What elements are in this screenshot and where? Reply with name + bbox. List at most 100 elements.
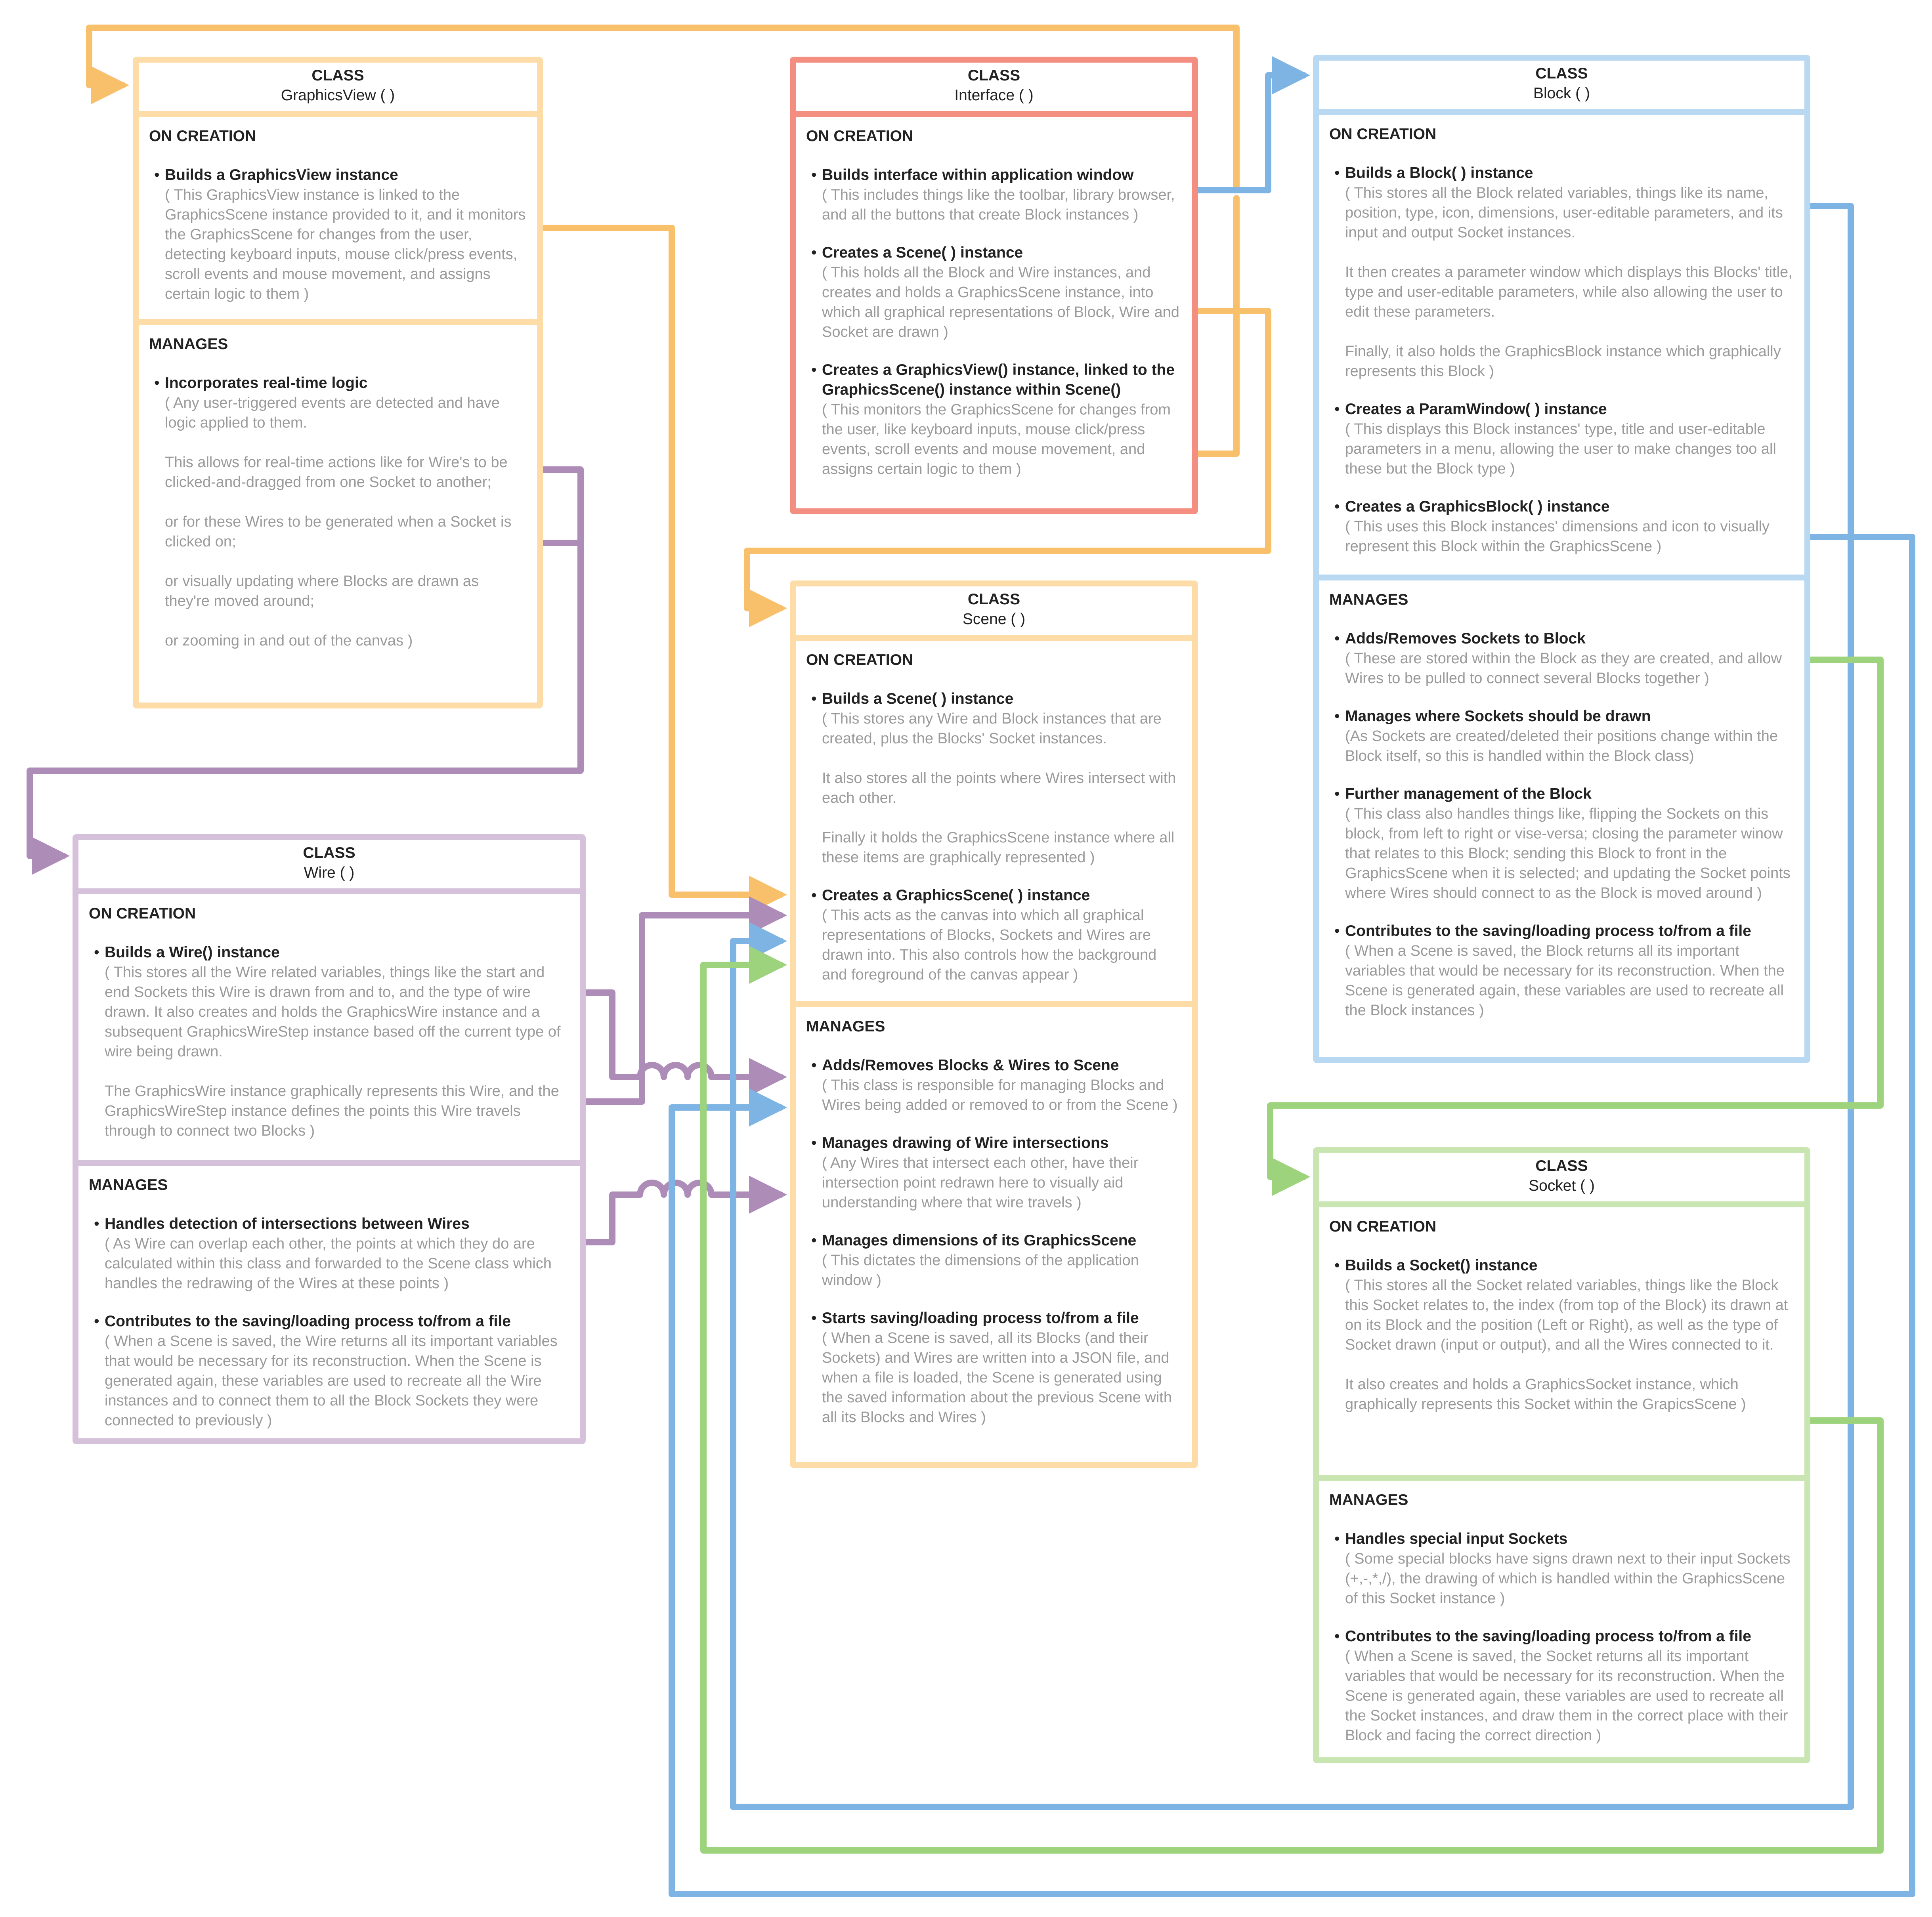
description-paragraph: ( This dictates the dimensions of the ap… — [822, 1252, 1139, 1289]
item-title: Creates a GraphicsScene( ) instance — [822, 887, 1090, 904]
item-title: Contributes to the saving/loading proces… — [1345, 1628, 1751, 1645]
description-paragraph: ( Any Wires that intersect each other, h… — [822, 1155, 1139, 1211]
class-title-block: CLASS Block ( ) — [1319, 61, 1804, 115]
item-description: ( This monitors the GraphicsScene for ch… — [822, 400, 1182, 479]
item-title: Creates a ParamWindow( ) instance — [1345, 401, 1607, 418]
class-box-scene: CLASS Scene ( ) ON CREATION Builds a Sce… — [790, 580, 1198, 1468]
class-box-socket: CLASS Socket ( ) ON CREATION Builds a So… — [1313, 1147, 1810, 1763]
list-item: Builds a Scene( ) instance ( This stores … — [806, 689, 1182, 867]
description-paragraph: ( When a Scene is saved, the Block retur… — [1345, 943, 1785, 1019]
section-on-creation: ON CREATION Builds a Block( ) instance( … — [1319, 115, 1804, 580]
section-on-creation: ON CREATION Builds a Socket() instance( … — [1319, 1207, 1804, 1481]
item-description: ( This displays this Block instances' ty… — [1345, 419, 1794, 479]
section-heading: ON CREATION — [89, 905, 196, 922]
description-paragraph: ( This stores all the Wire related varia… — [105, 964, 561, 1060]
item-description: ( This stores all the Wire related varia… — [105, 962, 569, 1141]
description-paragraph: or visually updating where Blocks are dr… — [165, 573, 479, 609]
section-heading: ON CREATION — [149, 128, 256, 145]
description-paragraph: or for these Wires to be generated when … — [165, 514, 512, 550]
class-title-wire: CLASS Wire ( ) — [78, 840, 580, 894]
connector-interface-to-scene — [744, 308, 1271, 627]
description-paragraph: ( These are stored within the Block as t… — [1345, 650, 1782, 687]
list-item: Creates a Scene( ) instance ( This holds … — [806, 243, 1182, 342]
section-heading: ON CREATION — [806, 651, 913, 668]
item-description: ( When a Scene is saved, the Block retur… — [1345, 941, 1794, 1020]
description-paragraph: ( When a Scene is saved, the Socket retu… — [1345, 1648, 1788, 1744]
connector-block-to-scene-manages — [669, 534, 1915, 1897]
class-name: Scene ( ) — [962, 611, 1026, 628]
description-paragraph: ( Any user-triggered events are detected… — [165, 395, 500, 431]
class-name: GraphicsView ( ) — [281, 87, 395, 104]
description-paragraph: ( This includes things like the toolbar,… — [822, 187, 1175, 223]
class-name: Socket ( ) — [1529, 1177, 1595, 1194]
list-item: Incorporates real-time logic ( Any user-t… — [149, 373, 527, 651]
description-paragraph: ( This stores all the Block related vari… — [1345, 185, 1783, 241]
list-item: Creates a ParamWindow( ) instance ( This … — [1329, 399, 1794, 479]
item-title: Contributes to the saving/loading proces… — [105, 1313, 511, 1330]
item-description: ( This holds all the Block and Wire inst… — [822, 263, 1182, 342]
item-description: ( This dictates the dimensions of the ap… — [822, 1251, 1182, 1290]
description-paragraph: ( This uses this Block instances' dimens… — [1345, 518, 1770, 555]
list-item: Starts saving/loading process to/from a … — [806, 1308, 1182, 1427]
section-heading: ON CREATION — [1329, 1218, 1437, 1235]
item-description: ( This stores any Wire and Block instanc… — [822, 709, 1182, 867]
class-title-graphicsview: CLASS GraphicsView ( ) — [139, 63, 537, 117]
class-name: Block ( ) — [1533, 85, 1590, 102]
class-title-interface: CLASS Interface ( ) — [796, 63, 1192, 117]
item-title: Creates a GraphicsBlock( ) instance — [1345, 498, 1610, 515]
item-description: ( When a Scene is saved, the Socket retu… — [1345, 1646, 1794, 1745]
item-description: ( This GraphicsView instance is linked t… — [165, 185, 527, 304]
connector-block-to-graphicsscene — [730, 203, 1854, 1810]
connector-wire-to-scene-manages — [581, 989, 787, 1096]
item-description: ( This stores all the Socket related var… — [1345, 1275, 1794, 1414]
section-manages: MANAGES Adds/Removes Sockets to Block ( T… — [1319, 580, 1804, 1020]
connector-interface-to-graphicsview-2 — [1192, 195, 1240, 457]
item-title: Contributes to the saving/loading proces… — [1345, 922, 1751, 939]
class-title-socket: CLASS Socket ( ) — [1319, 1153, 1804, 1207]
item-description: ( This stores all the Block related vari… — [1345, 183, 1794, 381]
list-item: Builds a Socket() instance( This stores … — [1329, 1256, 1794, 1414]
section-manages: MANAGES Handles detection of intersectio… — [78, 1166, 580, 1430]
item-description: ( This class is responsible for managing… — [822, 1075, 1182, 1115]
item-title: Builds a Scene( ) instance — [822, 690, 1014, 707]
description-paragraph: ( When a Scene is saved, all its Blocks … — [822, 1330, 1172, 1426]
section-manages: MANAGES Handles special input Sockets( S… — [1319, 1481, 1804, 1745]
list-item: Builds a Block( ) instance( This stores … — [1329, 163, 1794, 381]
list-item: Handles detection of intersections betwe… — [89, 1214, 569, 1293]
item-description: ( As Wire can overlap each other, the po… — [105, 1234, 569, 1293]
item-description: ( This uses this Block instances' dimens… — [1345, 517, 1794, 556]
item-title: Manages dimensions of its GraphicsScene — [822, 1232, 1137, 1249]
item-title: Starts saving/loading process to/from a … — [822, 1310, 1139, 1327]
connector-graphicsview-to-wire — [27, 466, 584, 875]
section-manages: MANAGES Adds/Removes Blocks & Wires to S… — [796, 1007, 1192, 1427]
section-manages: MANAGES Incorporates real-time logic( An… — [139, 325, 537, 651]
item-description: ( Any user-triggered events are detected… — [165, 393, 527, 651]
description-paragraph: ( This stores any Wire and Block instanc… — [822, 710, 1162, 747]
section-on-creation: ON CREATION Builds a Wire() instance( Th… — [78, 894, 580, 1166]
description-paragraph: Finally it holds the GraphicsScene insta… — [822, 829, 1175, 866]
section-on-creation: ON CREATION Builds a GraphicsView instan… — [139, 117, 537, 325]
description-paragraph: ( This GraphicsView instance is linked t… — [165, 187, 526, 302]
section-heading: MANAGES — [806, 1018, 885, 1035]
description-paragraph: ( This displays this Block instances' ty… — [1345, 421, 1776, 477]
list-item: Adds/Removes Blocks & Wires to Scene( Th… — [806, 1056, 1182, 1115]
item-title: Further management of the Block — [1345, 785, 1592, 802]
item-title: Creates a Scene( ) instance — [822, 244, 1023, 261]
connector-wire-intersections-to-scene — [581, 1176, 787, 1245]
list-item: Manages dimensions of its GraphicsScene (… — [806, 1231, 1182, 1290]
description-paragraph: ( As Wire can overlap each other, the po… — [105, 1235, 552, 1292]
list-item: Manages drawing of Wire intersections( A… — [806, 1133, 1182, 1212]
description-paragraph: It then creates a parameter window which… — [1345, 264, 1792, 320]
section-heading: ON CREATION — [1329, 126, 1437, 143]
list-item: Adds/Removes Sockets to Block ( These are… — [1329, 629, 1794, 688]
description-paragraph: ( This holds all the Block and Wire inst… — [822, 264, 1179, 340]
item-title: Incorporates real-time logic — [165, 374, 368, 391]
list-item: Builds interface within application wind… — [806, 165, 1182, 225]
item-title: Adds/Removes Sockets to Block — [1345, 630, 1586, 647]
item-title: Handles detection of intersections betwe… — [105, 1215, 470, 1232]
section-heading: MANAGES — [1329, 591, 1408, 608]
item-description: ( When a Scene is saved, all its Blocks … — [822, 1328, 1182, 1427]
item-description: ( Some special blocks have signs drawn n… — [1345, 1549, 1794, 1608]
item-title: Handles special input Sockets — [1345, 1530, 1568, 1547]
